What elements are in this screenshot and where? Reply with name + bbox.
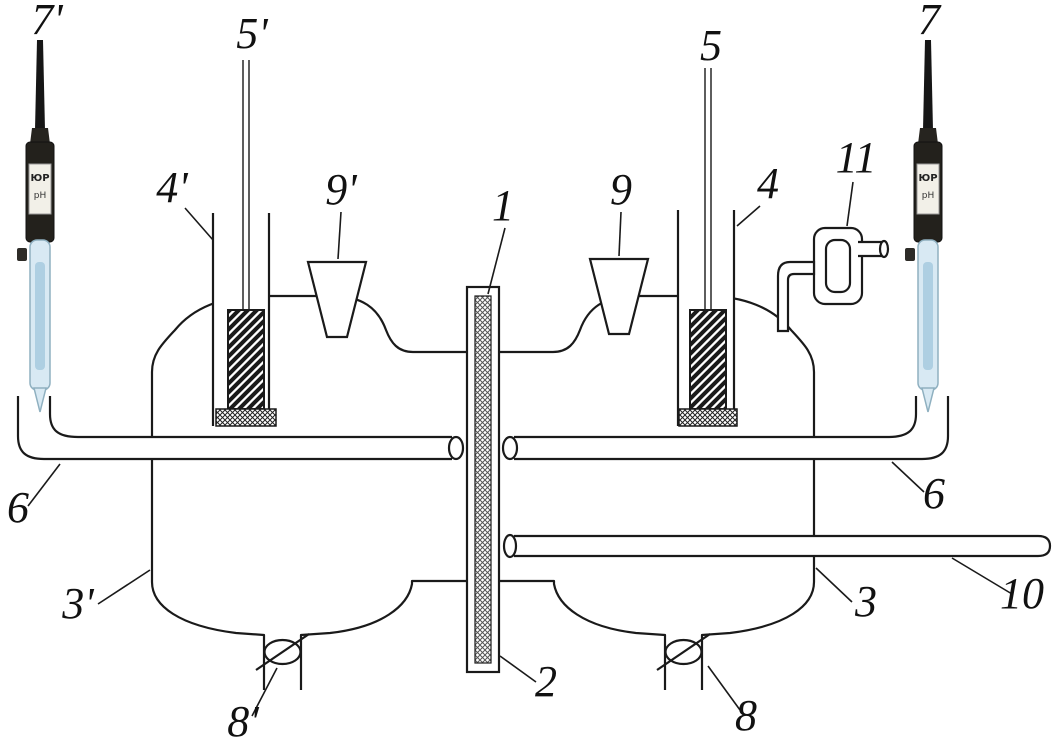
right-side-arm-walls bbox=[514, 396, 950, 461]
leader-3p bbox=[97, 569, 151, 605]
left-electrode-rod-assembly bbox=[215, 60, 277, 427]
leader-9p bbox=[337, 211, 342, 260]
attachment-nozzle-fill bbox=[858, 242, 884, 256]
left-drain-valve bbox=[255, 633, 310, 671]
right-guide-tube-walls bbox=[676, 210, 736, 426]
leader-8 bbox=[707, 665, 741, 711]
label-rod-right: 5 bbox=[700, 21, 722, 70]
leader-9 bbox=[618, 211, 622, 257]
gas-attachment bbox=[776, 226, 890, 333]
label-tube-left: 4' bbox=[156, 163, 189, 212]
labels: 7' 5' 4' 9' 1 9 5 4 11 7 6 6 3' 3 10 2 8… bbox=[7, 0, 1044, 746]
left-electrode-stem bbox=[242, 60, 250, 310]
left-vessel-outline-b bbox=[299, 579, 467, 690]
outlet-tube bbox=[502, 533, 1052, 559]
membrane-assembly bbox=[465, 285, 501, 674]
left-side-arm-walls bbox=[16, 396, 452, 461]
left-vessel bbox=[150, 294, 467, 690]
right-electrode-frit bbox=[678, 408, 738, 427]
right-funnel bbox=[588, 257, 650, 336]
leader-11 bbox=[846, 181, 854, 227]
leader-4 bbox=[736, 205, 761, 227]
label-tube-right: 4 bbox=[757, 159, 779, 208]
label-arm-left: 6 bbox=[7, 483, 29, 532]
label-rod-left: 5' bbox=[236, 9, 269, 58]
left-side-arm bbox=[16, 396, 465, 461]
leader-2 bbox=[499, 655, 537, 683]
label-attachment: 11 bbox=[836, 133, 877, 182]
left-guide-tube-walls bbox=[211, 213, 271, 426]
attachment-downtube bbox=[776, 260, 816, 333]
label-funnel-left: 9' bbox=[325, 165, 358, 214]
leader-6-right bbox=[891, 461, 925, 493]
label-arm-right: 6 bbox=[923, 469, 945, 518]
outlet-tube-fill bbox=[514, 536, 1050, 556]
leader-3 bbox=[815, 567, 853, 603]
label-valve-left: 8' bbox=[227, 697, 260, 746]
right-side-arm bbox=[501, 396, 950, 461]
label-valve-right: 8 bbox=[735, 691, 757, 740]
leader-8p bbox=[251, 667, 278, 717]
outlet-tube-open-end bbox=[502, 533, 518, 559]
membrane-sheet bbox=[474, 295, 492, 664]
left-electrode-rod bbox=[227, 309, 265, 410]
left-funnel bbox=[306, 260, 368, 339]
left-vessel-outline-a bbox=[150, 294, 467, 690]
attachment-nozzle-walls bbox=[858, 240, 884, 258]
right-electrode-rod-assembly bbox=[678, 68, 738, 427]
right-drain-valve bbox=[656, 633, 711, 671]
left-side-arm-open-end bbox=[447, 435, 465, 461]
leader-lines bbox=[27, 181, 1013, 717]
leader-4p bbox=[184, 207, 214, 241]
right-valve-stem bbox=[656, 633, 711, 671]
left-ph-probe bbox=[16, 39, 55, 413]
label-funnel-right: 9 bbox=[610, 165, 632, 214]
leader-6-left bbox=[27, 463, 61, 507]
right-vessel-outline-b bbox=[499, 579, 667, 690]
right-electrode-rod bbox=[689, 309, 727, 410]
attachment-inner bbox=[824, 238, 852, 294]
leader-1 bbox=[487, 227, 506, 295]
label-membrane: 1 bbox=[492, 181, 514, 230]
right-vessel-outline-a bbox=[499, 294, 816, 690]
left-side-arm-fill bbox=[18, 396, 452, 459]
left-valve-stem bbox=[255, 633, 310, 671]
label-vessel-left: 3' bbox=[61, 579, 95, 628]
label-frame: 2 bbox=[535, 657, 557, 706]
label-outlet-tube: 10 bbox=[1000, 569, 1044, 618]
right-side-arm-fill bbox=[514, 396, 948, 459]
leader-10 bbox=[951, 557, 1013, 595]
outlet-tube-walls bbox=[514, 534, 1052, 558]
label-vessel-right: 3 bbox=[854, 577, 877, 626]
right-electrode-stem bbox=[704, 68, 712, 310]
right-vessel bbox=[499, 294, 816, 690]
left-electrode-frit bbox=[215, 408, 277, 427]
label-probe-right: 7 bbox=[918, 0, 942, 44]
label-probe-left: 7' bbox=[31, 0, 64, 44]
right-side-arm-open-end bbox=[501, 435, 519, 461]
right-ph-probe bbox=[904, 39, 943, 413]
attachment-nozzle-end bbox=[878, 239, 890, 259]
